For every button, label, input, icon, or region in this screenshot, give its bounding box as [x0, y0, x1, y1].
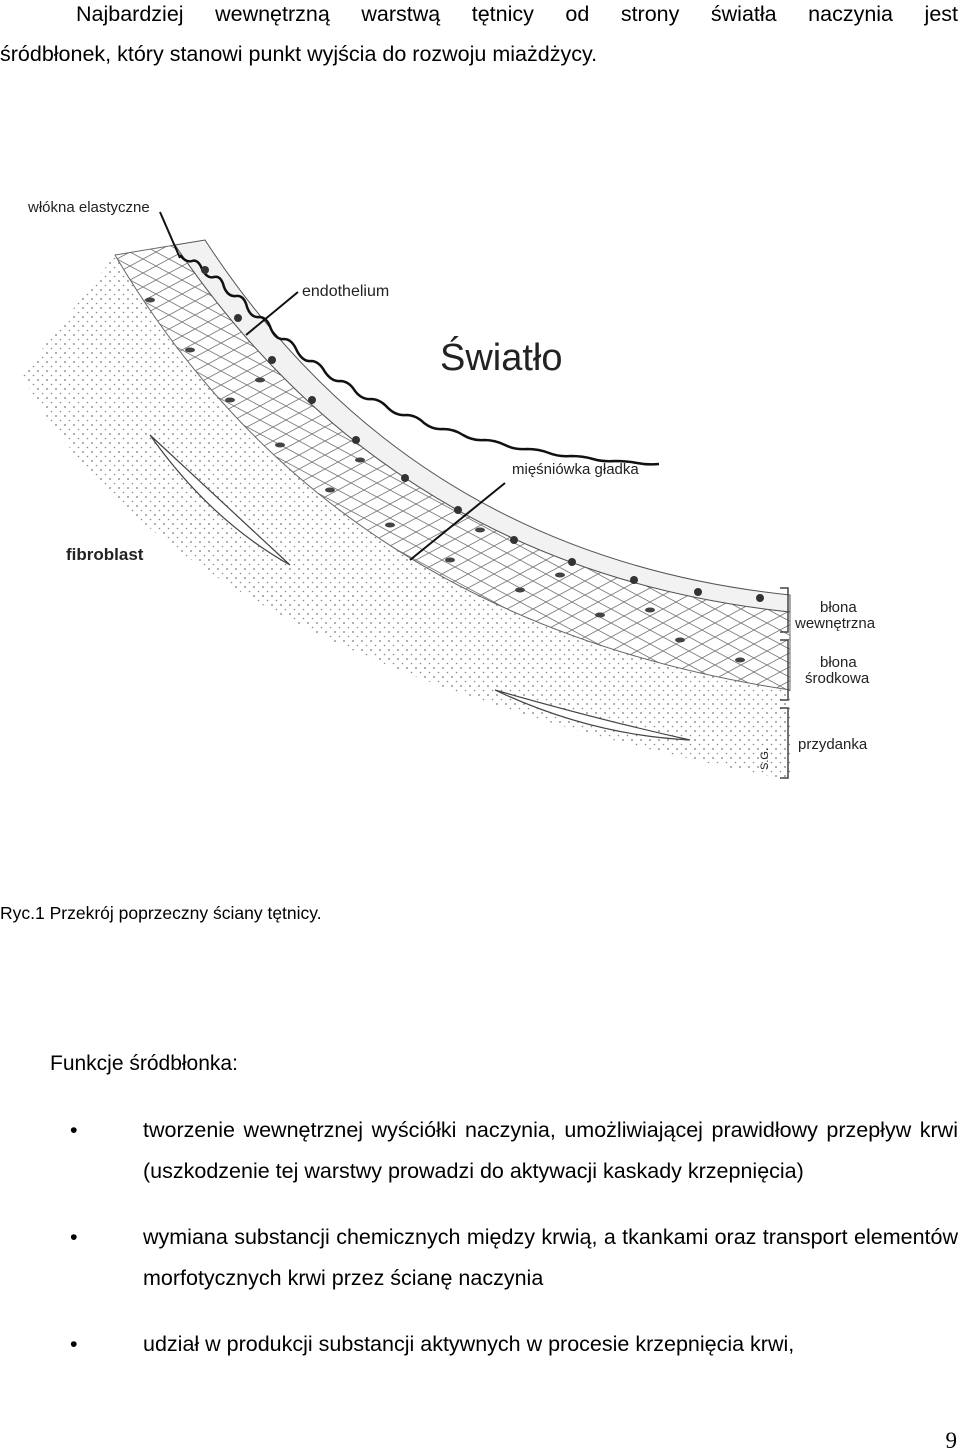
- pointer-endothelium: [245, 291, 299, 336]
- pointer-muscle: [409, 482, 506, 561]
- bullet-icon: •: [70, 1332, 78, 1356]
- list-item-text: wymiana substancji chemicznych między kr…: [143, 1225, 958, 1290]
- label-fibroblast: fibroblast: [66, 545, 144, 564]
- label-media-1: błona: [820, 654, 857, 671]
- label-intima-2: wewnętrzna: [794, 615, 876, 632]
- bullet-icon: •: [70, 1225, 78, 1249]
- artery-cross-section-figure: włókna elastyczne endothelium Światło mi…: [0, 180, 960, 790]
- list-item: • wymiana substancji chemicznych między …: [70, 1217, 958, 1299]
- label-adventitia: przydanka: [798, 736, 868, 753]
- endothelial-nuclei: [201, 266, 764, 602]
- fibroblast-cell-2: [494, 689, 691, 741]
- pointer-elastic: [159, 211, 181, 259]
- fibroblast-cell-1: [149, 434, 291, 566]
- adventitia-layer: [22, 255, 790, 780]
- list-item: • tworzenie wewnętrznej wyściółki naczyn…: [70, 1110, 958, 1192]
- intro-line-1: Najbardziej wewnętrzną warstwą tętnicy o…: [76, 2, 958, 26]
- intro-line-2: śródbłonek, który stanowi punkt wyjścia …: [0, 42, 598, 66]
- artery-illustration: włókna elastyczne endothelium Światło mi…: [22, 199, 876, 780]
- intro-paragraph: Najbardziej wewnętrzną warstwą tętnicy o…: [0, 0, 958, 74]
- label-intima-1: błona: [820, 599, 857, 616]
- label-smooth-muscle: mięśniówka gładka: [512, 461, 639, 478]
- muscle-nuclei: [145, 297, 745, 663]
- label-lumen: Światło: [440, 334, 563, 379]
- page-number: 9: [945, 1428, 958, 1453]
- functions-list: • tworzenie wewnętrznej wyściółki naczyn…: [70, 1110, 958, 1365]
- label-media-2: środkowa: [805, 670, 870, 687]
- layer-brackets: [780, 587, 789, 779]
- list-item-text: udział w produkcji substancji aktywnych …: [143, 1332, 795, 1356]
- list-item: • udział w produkcji substancji aktywnyc…: [70, 1324, 958, 1365]
- label-elastic-fibers: włókna elastyczne: [27, 199, 150, 216]
- list-item-text: tworzenie wewnętrznej wyściółki naczynia…: [143, 1118, 958, 1183]
- section-title: Funkcje śródbłonka:: [50, 1052, 238, 1075]
- label-endothelium: endothelium: [302, 283, 389, 300]
- bullet-icon: •: [70, 1118, 78, 1142]
- figure-caption: Ryc.1 Przekrój poprzeczny ściany tętnicy…: [0, 903, 322, 923]
- intima-layer: [174, 239, 791, 613]
- elastic-lamina-line: [179, 254, 660, 466]
- label-author-initials: S.G.: [759, 748, 771, 770]
